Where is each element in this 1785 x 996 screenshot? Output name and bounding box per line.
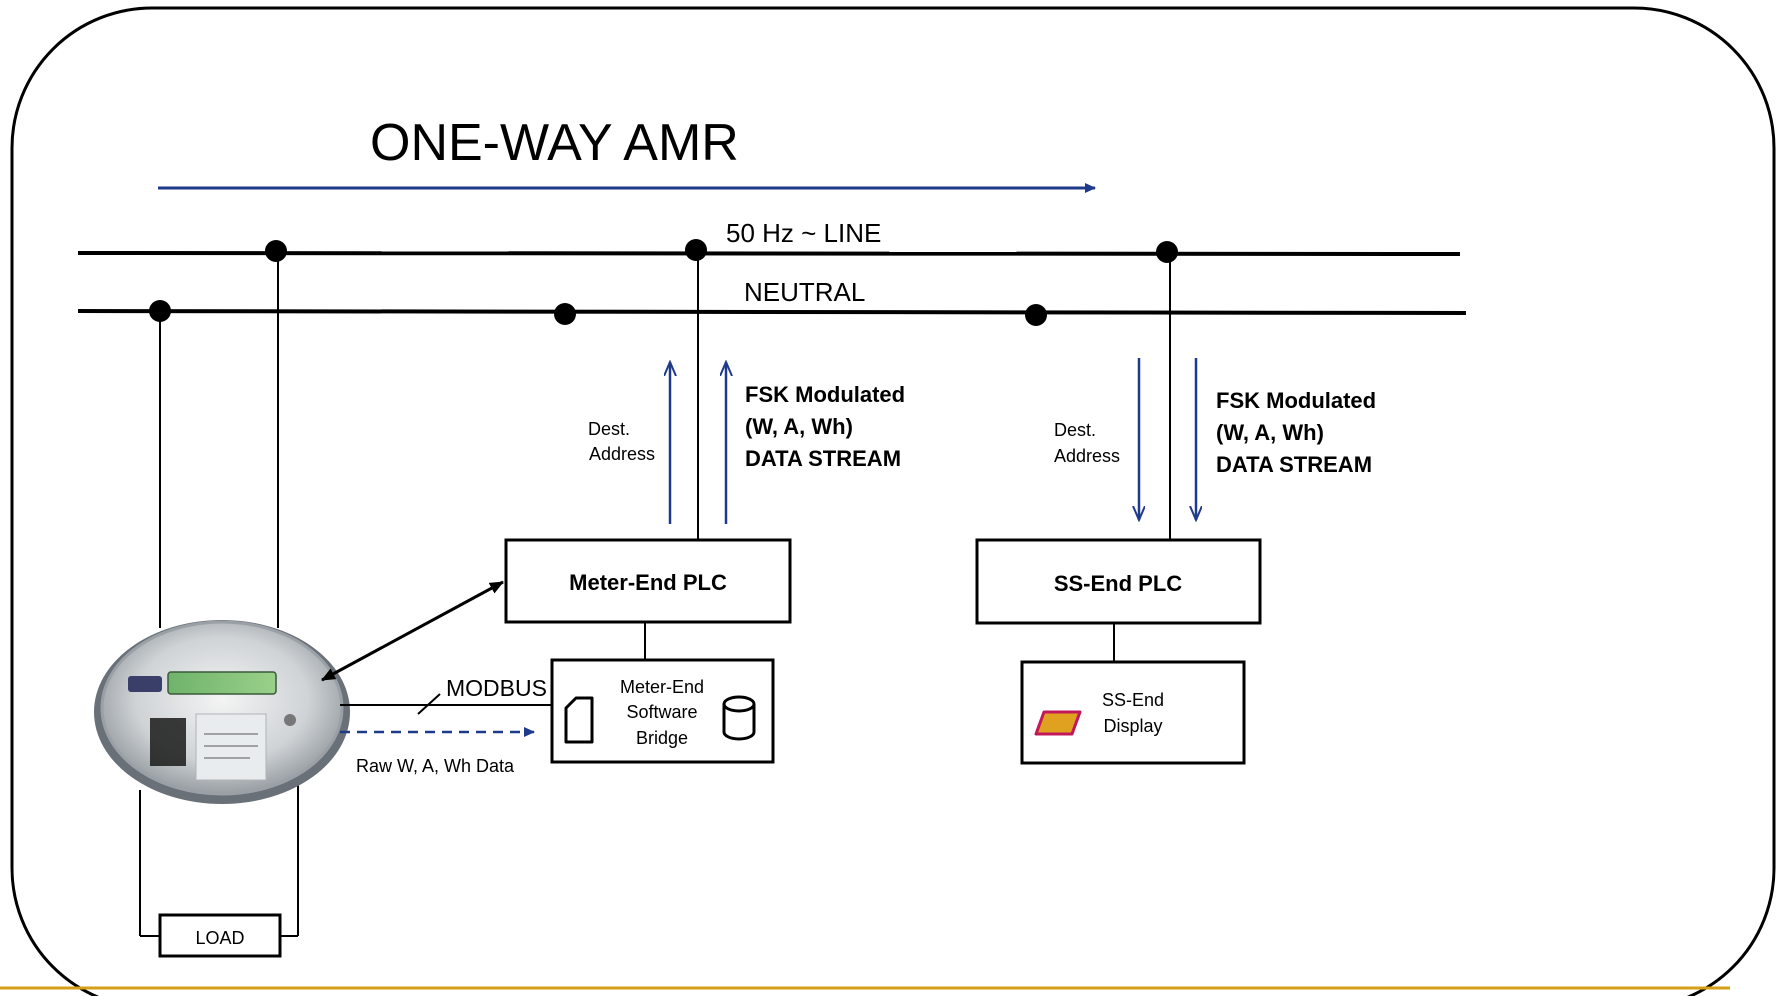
- ss-stream-label-2: (W, A, Wh): [1216, 420, 1324, 445]
- modbus-slash: [417, 693, 441, 715]
- live-line-label: 50 Hz ~ LINE: [726, 218, 881, 248]
- junction-dot: [685, 239, 707, 261]
- diagram-title: ONE-WAY AMR: [370, 114, 739, 172]
- junction-dot: [1025, 304, 1047, 326]
- meter-stream-label-3: DATA STREAM: [745, 446, 901, 471]
- energy-meter-icon: [94, 620, 350, 804]
- document-icon: [564, 696, 594, 744]
- live-line: [77, 251, 1461, 256]
- meter-dest-address-label: Address: [589, 444, 655, 464]
- ss-dest-address-label: Address: [1054, 446, 1120, 466]
- software-bridge-label: Bridge: [636, 728, 688, 748]
- ss-stream-label-3: DATA STREAM: [1216, 452, 1372, 477]
- modbus-label: MODBUS: [446, 675, 547, 701]
- meter-stream-label-2: (W, A, Wh): [745, 414, 853, 439]
- ss-end-plc-label: SS-End PLC: [1054, 571, 1182, 596]
- ss-stream-label-1: FSK Modulated: [1216, 388, 1376, 413]
- display-icon: [1034, 710, 1082, 736]
- ss-dest-address-label: Dest.: [1054, 420, 1096, 440]
- meter-dest-address-label: Dest.: [588, 419, 630, 439]
- load-label: LOAD: [195, 928, 244, 948]
- meter-stream-label-1: FSK Modulated: [745, 382, 905, 407]
- software-bridge-label: Software: [626, 702, 697, 722]
- neutral-line: [77, 309, 1467, 315]
- junction-dot: [265, 240, 287, 262]
- meter-plc-link-arrow: [321, 580, 504, 682]
- ss-end-display-label: Display: [1103, 716, 1162, 736]
- load-box: [158, 913, 282, 958]
- junction-dot: [554, 303, 576, 325]
- slide-frame: [10, 6, 1776, 996]
- meter-end-plc-label: Meter-End PLC: [569, 570, 727, 595]
- database-icon: [722, 695, 756, 741]
- software-bridge-label: Meter-End: [620, 677, 704, 697]
- ss-end-display-label: SS-End: [1102, 690, 1164, 710]
- raw-data-label: Raw W, A, Wh Data: [356, 756, 515, 776]
- junction-dot: [1156, 241, 1178, 263]
- neutral-line-label: NEUTRAL: [744, 277, 865, 307]
- ss-end-plc-box: [975, 538, 1262, 625]
- meter-end-plc-box: [504, 538, 792, 624]
